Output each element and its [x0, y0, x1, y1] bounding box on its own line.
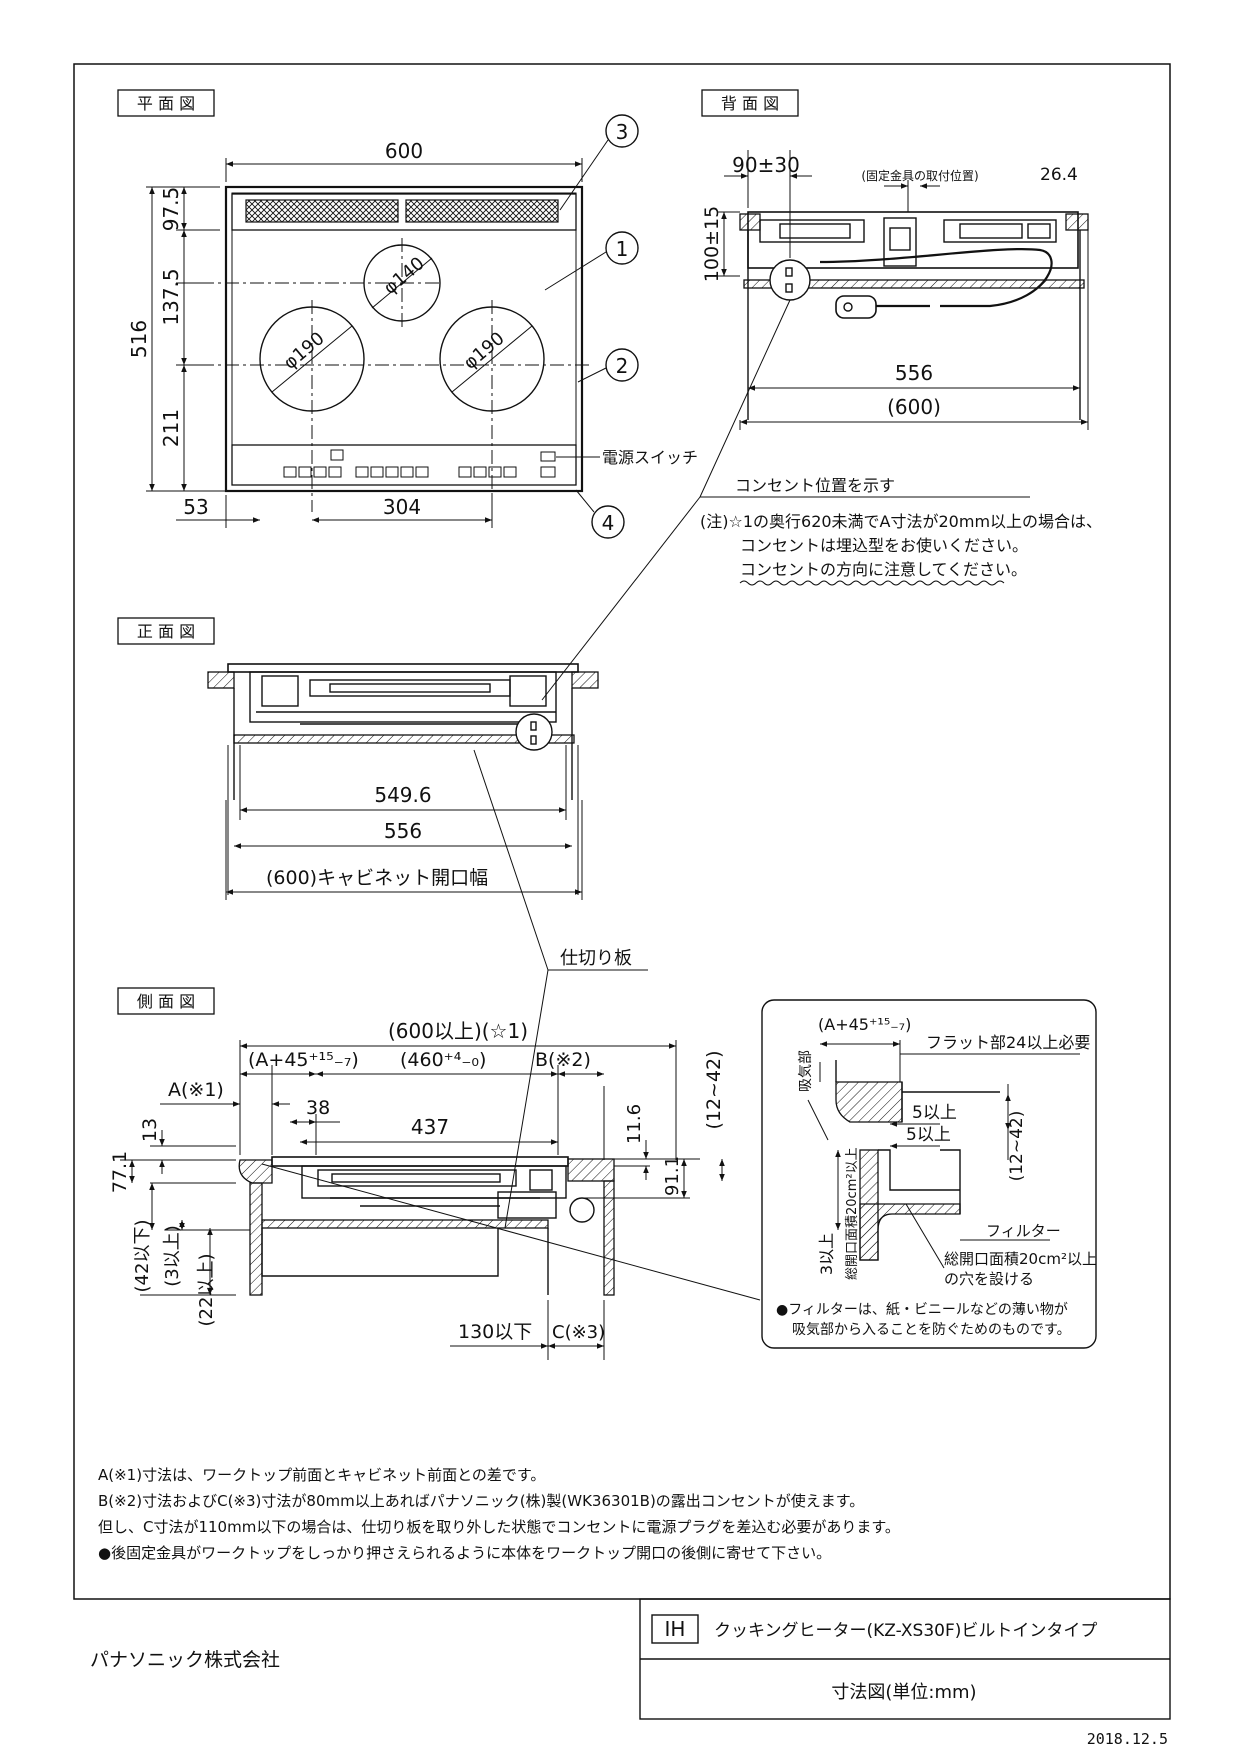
notes: A(※1)寸法は、ワークトップ前面とキャビネット前面との差です。 B(※2)寸法…: [98, 1466, 900, 1562]
note-2: B(※2)寸法およびC(※3)寸法が80mm以上あればパナソニック(株)製(WK…: [98, 1492, 864, 1510]
back-shelf: [743, 279, 1085, 289]
partition-label: 仕切り板: [560, 948, 632, 969]
callout-3: 3: [616, 120, 629, 144]
note-3: 但し、C寸法が110mm以下の場合は、仕切り板を取り外した状態でコンセントに電源…: [98, 1518, 900, 1536]
side-outlet: [569, 1197, 595, 1223]
caution-line-3: コンセントの方向に注意してください。: [740, 560, 1027, 579]
drawing-title: 寸法図(単位:mm): [831, 1682, 976, 1703]
dim-600-front: (600)キャビネット開口幅: [266, 867, 488, 889]
dim-90: 90±30: [732, 153, 800, 177]
dim-137-5: 137.5: [159, 268, 183, 325]
front-outlet: [515, 713, 553, 751]
dim-A: A(※1): [168, 1079, 224, 1101]
detail-filter: フィルター: [986, 1222, 1061, 1240]
detail-note-1: ●フィルターは、紙・ビニールなどの薄い物が: [776, 1302, 1068, 1318]
dim-12-42: (12~42): [703, 1050, 725, 1129]
exhaust-vent-left: [245, 199, 399, 223]
back-worktop-right: [1065, 213, 1089, 231]
dim-437: 437: [411, 1115, 449, 1139]
exhaust-vent-right: [405, 199, 559, 223]
detail-3-above: 3以上: [817, 1233, 836, 1275]
outlet-position-label: コンセント位置を示す: [735, 476, 895, 495]
detail-vent-area: 総開口面積20cm²以上: [845, 1147, 860, 1280]
dim-460: (460⁺⁴₋₀): [400, 1049, 486, 1071]
drawing-date: 2018.12.5: [1087, 1730, 1168, 1748]
dim-130: 130以下: [458, 1321, 532, 1343]
dim-516: 516: [127, 320, 151, 358]
dim-91-1: 91.1: [662, 1156, 683, 1196]
dim-26-4: 26.4: [1040, 165, 1078, 185]
dim-C: C(※3): [552, 1322, 605, 1343]
back-view: 背 面 図 90±30 (固定金具の取付位置) 26.4 100±15 556: [701, 89, 1089, 430]
control-panel: [231, 444, 577, 486]
side-worktop-front: [238, 1159, 273, 1184]
side-view: 側 面 図 (600以上)(☆1) A(※1) (A+45⁺¹⁵₋₇) (460…: [109, 987, 761, 1360]
detail-5-above-2: 5以上: [906, 1125, 951, 1145]
title-block: IH クッキングヒーター(KZ-XS30F)ビルトインタイプ 寸法図(単位:mm…: [639, 1598, 1171, 1720]
front-view: 正 面 図 549.6 556 (600)キャビネット開口幅: [117, 617, 599, 900]
dim-600-back: (600): [887, 395, 941, 419]
front-body: [227, 663, 579, 673]
dim-A45: (A+45⁺¹⁵₋₇): [248, 1049, 359, 1071]
dim-38: 38: [306, 1097, 330, 1119]
callout-4: 4: [602, 511, 615, 535]
dim-556-back: 556: [895, 361, 933, 385]
detail-hole-line-1: 総開口面積20cm²以上: [944, 1250, 1097, 1268]
detail-intake: 吸気部: [798, 1050, 814, 1092]
dim-304: 304: [383, 495, 421, 519]
burner-diameter-lines: [271, 257, 533, 393]
plan-view-label-box: [117, 89, 215, 117]
product-name: クッキングヒーター(KZ-XS30F)ビルトインタイプ: [714, 1621, 1097, 1641]
caution-line-1: (注)☆1の奥行620未満でA寸法が20mm以上の場合は、: [700, 512, 1102, 531]
dim-11-6: 11.6: [624, 1104, 645, 1144]
detail-5-above-1: 5以上: [912, 1103, 957, 1123]
dim-600: 600: [385, 139, 423, 163]
company-name: パナソニック株式会社: [90, 1649, 280, 1671]
dim-3-above: (3以上): [162, 1225, 183, 1287]
callout-2: 2: [616, 354, 629, 378]
dim-556-front: 556: [384, 819, 422, 843]
exhaust-vent-frame: [231, 193, 577, 231]
plan-view: 平 面 図 φ140 φ190 φ190 600: [117, 89, 698, 539]
cooktop-top-glass: [224, 185, 584, 493]
back-body: [747, 211, 1079, 269]
detail-note-2: 吸気部から入ることを防ぐためのものです。: [792, 1322, 1071, 1338]
callout-1: 1: [616, 237, 629, 261]
power-switch-label: 電源スイッチ: [602, 448, 698, 467]
detail-a45: (A+45⁺¹⁵₋₇): [818, 1015, 911, 1034]
dim-600-above: (600以上)(☆1): [388, 1019, 528, 1043]
power-plug: [835, 295, 877, 319]
dim-53: 53: [183, 495, 208, 519]
ih-mark: IH: [665, 1617, 686, 1641]
dim-97-5: 97.5: [159, 187, 183, 232]
dim-13: 13: [139, 1118, 161, 1142]
dim-549-6: 549.6: [374, 783, 431, 807]
side-body: [271, 1156, 569, 1167]
detail-hole-line-2: の穴を設ける: [944, 1270, 1034, 1288]
dim-100: 100±15: [701, 206, 723, 282]
control-buttons: [283, 449, 556, 478]
dim-42-below: (42以下): [132, 1220, 153, 1293]
intake-detail: (A+45⁺¹⁵₋₇) フラット部24以上必要 吸気部 5以上 5以上 (12~…: [761, 999, 1097, 1349]
caution-line-2: コンセントは埋込型をお使いください。: [740, 536, 1028, 555]
back-worktop-left: [739, 213, 761, 231]
back-view-label: 背 面 図: [721, 94, 779, 113]
side-view-label: 側 面 図: [137, 992, 195, 1011]
back-outlet: [769, 259, 811, 301]
detail-flat: フラット部24以上必要: [926, 1033, 1090, 1052]
dim-B: B(※2): [535, 1049, 591, 1071]
plan-view-label: 平 面 図: [137, 94, 195, 113]
dim-77-1: 77.1: [109, 1151, 131, 1193]
dim-22-above: (22以上): [196, 1254, 217, 1327]
dim-211: 211: [159, 409, 183, 447]
note-1: A(※1)寸法は、ワークトップ前面とキャビネット前面との差です。: [98, 1466, 545, 1484]
fixing-bracket-note: (固定金具の取付位置): [861, 168, 978, 183]
front-view-label: 正 面 図: [137, 622, 195, 641]
side-worktop-back: [567, 1158, 615, 1182]
note-4: ●後固定金具がワークトップをしっかり押さえられるように本体をワークトップ開口の後…: [98, 1544, 831, 1562]
caution-wavy-underline: [739, 580, 1005, 586]
sheet-border: [73, 63, 1171, 1600]
detail-range: (12~42): [1007, 1111, 1027, 1182]
